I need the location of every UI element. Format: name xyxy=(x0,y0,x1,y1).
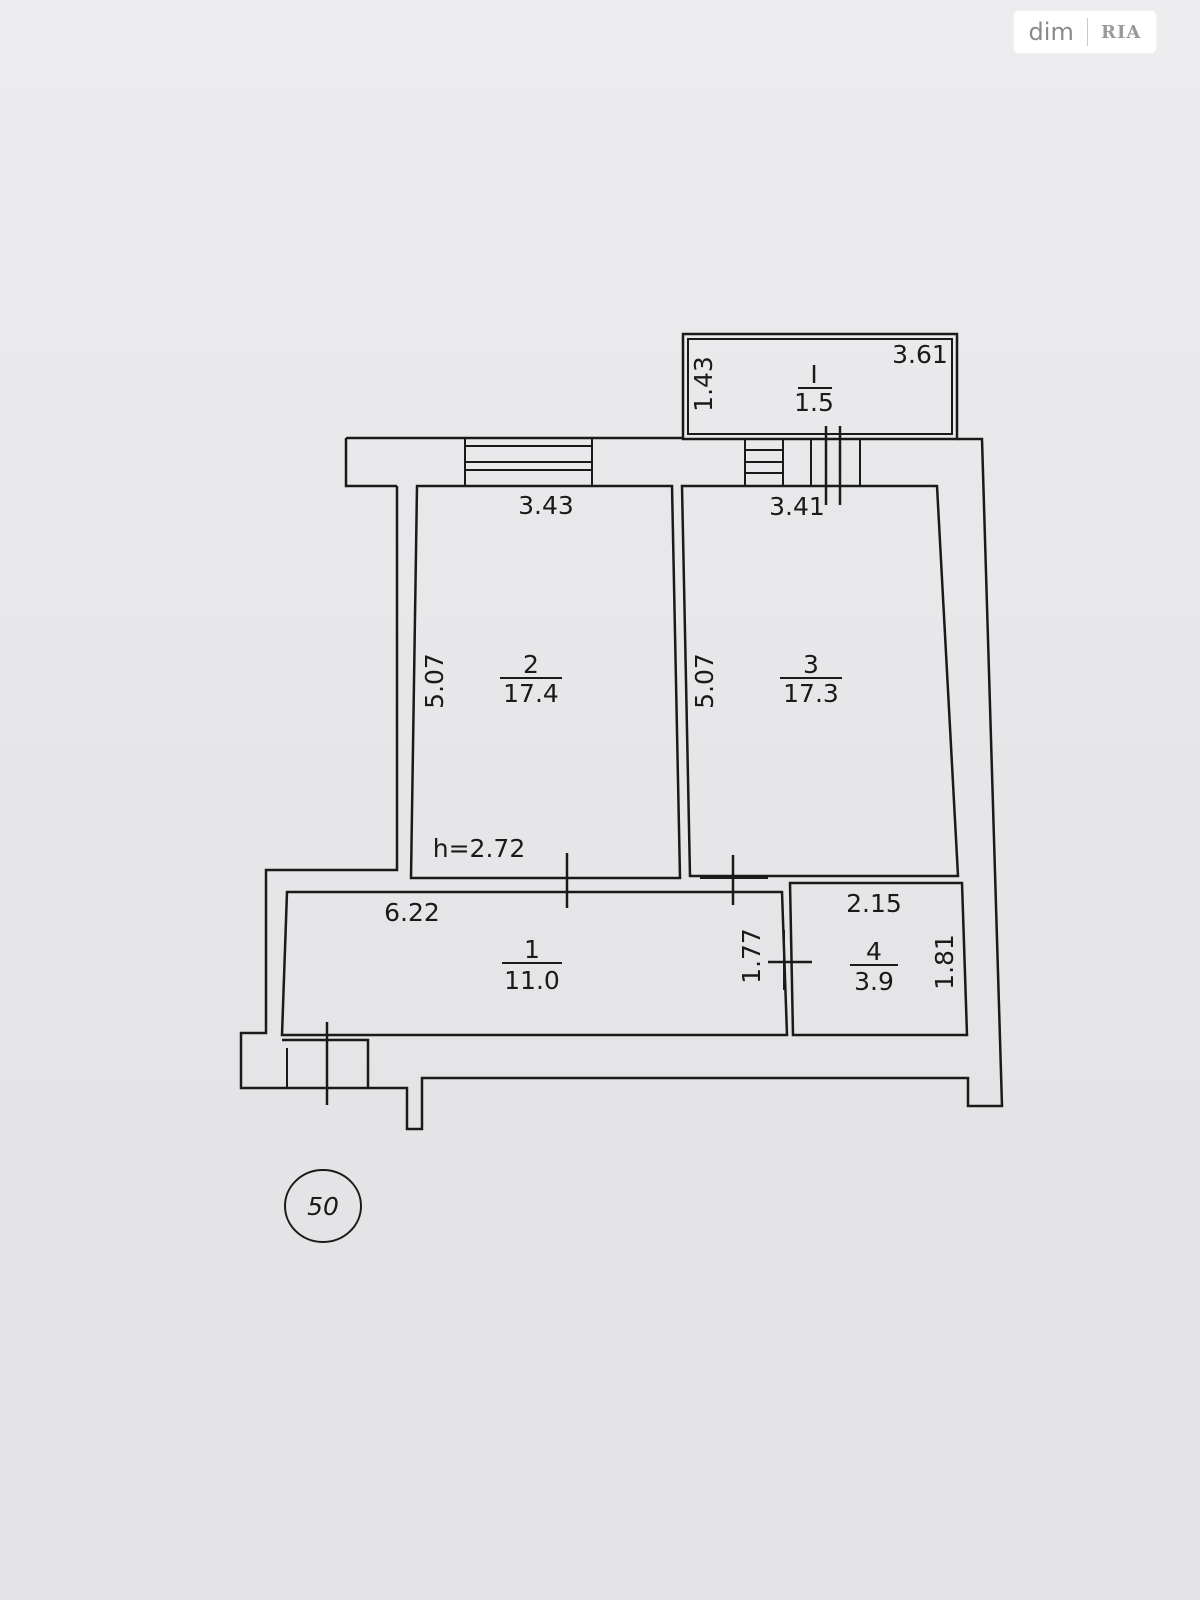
exterior-wall-top xyxy=(239,426,1004,1131)
room-label-1: 1 11.0 xyxy=(502,935,562,995)
room-number: 3 xyxy=(803,650,819,679)
room-1-hall xyxy=(280,853,789,1105)
plan-number: 50 xyxy=(307,1192,339,1221)
room-4-bathroom xyxy=(768,881,969,1037)
room-number: I xyxy=(810,360,817,389)
window-room3 xyxy=(744,426,861,505)
room-label-3: 3 17.3 xyxy=(780,650,842,708)
room-area: 1.5 xyxy=(794,388,834,417)
room-label-2: 2 17.4 xyxy=(500,650,562,708)
room-2 xyxy=(409,484,682,880)
dim-room2-length: 5.07 xyxy=(420,653,449,709)
dim-room2-width: 3.43 xyxy=(518,491,574,520)
room-number: 2 xyxy=(523,650,539,679)
room-area: 11.0 xyxy=(504,966,560,995)
dim-hall-width: 1.77 xyxy=(737,928,766,984)
watermark-badge: dim RIA xyxy=(1014,11,1156,53)
dim-hall-length: 6.22 xyxy=(384,898,440,927)
watermark-separator xyxy=(1086,18,1088,46)
watermark-brand: dim xyxy=(1028,18,1074,46)
room-area: 17.3 xyxy=(783,679,839,708)
dim-balcony-width: 3.61 xyxy=(892,340,948,369)
plan-number-badge: 50 xyxy=(284,1169,362,1243)
dim-bath-length: 1.81 xyxy=(930,934,959,990)
window-room2 xyxy=(464,438,593,486)
dim-bath-width: 2.15 xyxy=(846,889,902,918)
balcony xyxy=(681,332,959,441)
room-3 xyxy=(680,484,960,878)
room-area: 3.9 xyxy=(854,967,894,996)
room-area: 17.4 xyxy=(503,679,559,708)
room-label-balcony: I 1.5 xyxy=(794,360,834,417)
ceiling-height: h=2.72 xyxy=(433,834,525,863)
room-number: 1 xyxy=(524,935,540,964)
dim-room3-width: 3.41 xyxy=(769,492,825,521)
dim-room3-length: 5.07 xyxy=(690,653,719,709)
room-number: 4 xyxy=(866,937,882,966)
watermark-logo: RIA xyxy=(1101,21,1142,43)
dim-balcony-depth: 1.43 xyxy=(689,356,718,412)
room-label-4: 4 3.9 xyxy=(850,937,898,996)
